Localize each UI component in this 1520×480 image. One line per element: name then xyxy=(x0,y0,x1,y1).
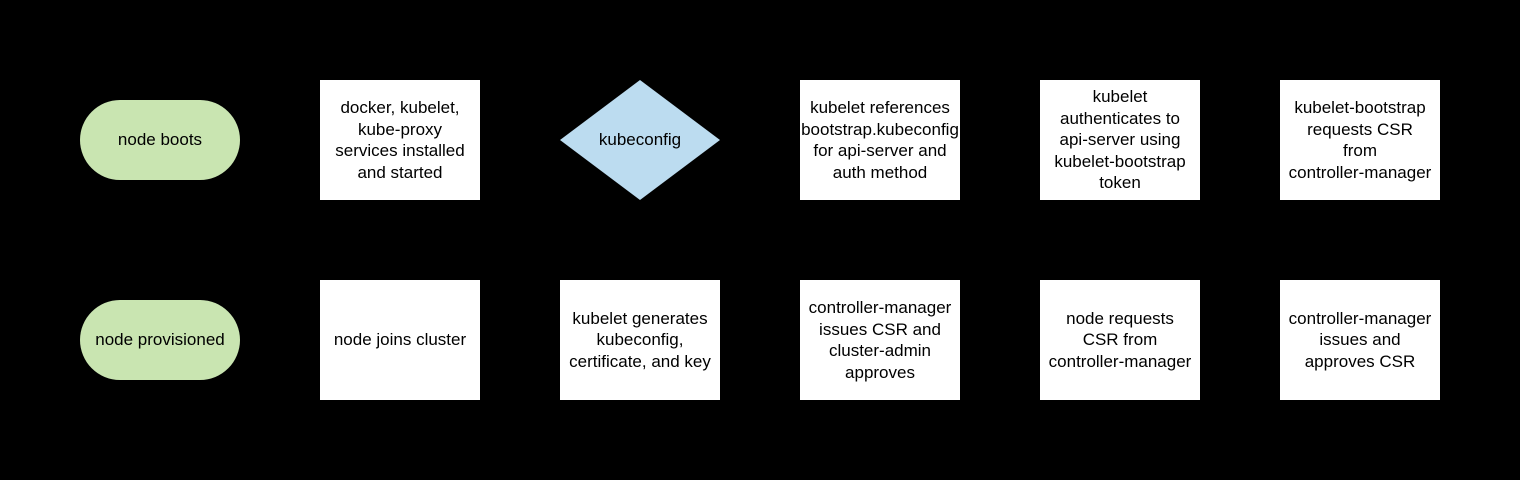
process-kubelet-generates-kubeconfig: kubelet generates kubeconfig, certificat… xyxy=(560,280,720,400)
process-kubelet-bootstrap-requests-csr: kubelet-bootstrap requests CSR from cont… xyxy=(1280,80,1440,200)
process-node-joins-cluster: node joins cluster xyxy=(320,280,480,400)
process-kubelet-references-bootstrap-kubeconfig: kubelet references bootstrap.kubeconfig … xyxy=(800,80,960,200)
process-services-installed: docker, kubelet, kube-proxy services ins… xyxy=(320,80,480,200)
terminator-node-provisioned: node provisioned xyxy=(80,300,240,380)
process-controller-manager-issues-csr-cluster-admin-approves: controller-manager issues CSR and cluste… xyxy=(800,280,960,400)
process-controller-manager-issues-approves-csr: controller-manager issues and approves C… xyxy=(1280,280,1440,400)
terminator-node-boots: node boots xyxy=(80,100,240,180)
decision-kubeconfig: kubeconfig xyxy=(560,80,720,200)
process-kubelet-authenticates: kubelet authenticates to api-server usin… xyxy=(1040,80,1200,200)
process-node-requests-csr: node requests CSR from controller-manage… xyxy=(1040,280,1200,400)
